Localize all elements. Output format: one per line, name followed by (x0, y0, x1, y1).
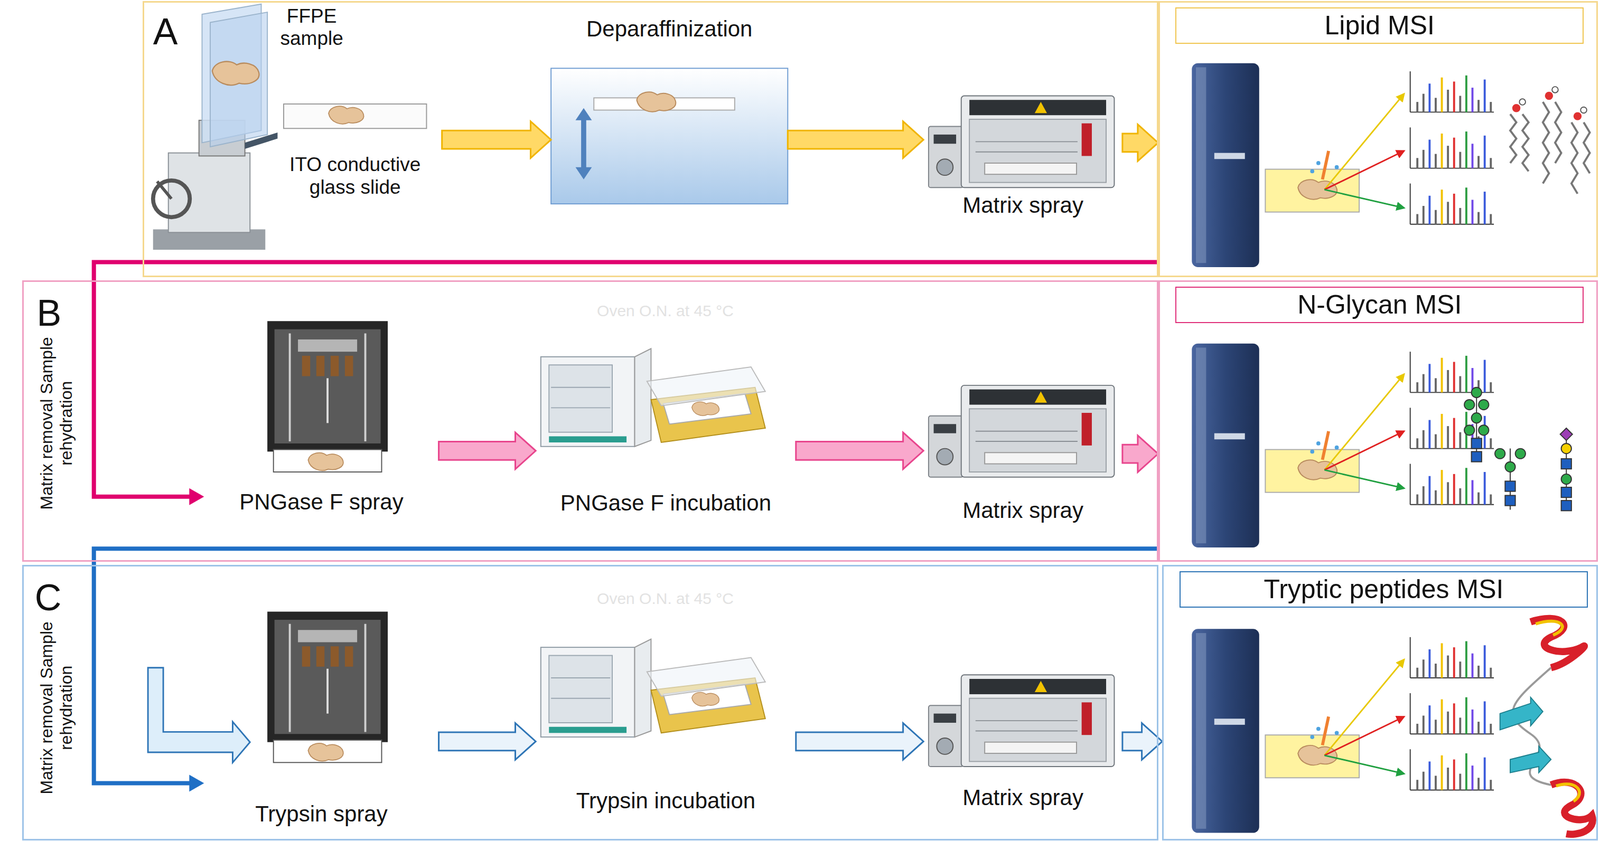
glycan-structures (1464, 387, 1573, 512)
step-node: Deparaffinization (550, 16, 788, 207)
maldi-instrument (1191, 629, 1494, 834)
step-label: PNGase F spray (239, 489, 404, 516)
oven-tray (540, 639, 766, 738)
entry-arrow (147, 668, 250, 764)
title-box: N-Glycan MSI (1175, 286, 1584, 324)
flow-arrow (442, 121, 551, 159)
flow-arrow (796, 432, 924, 470)
enzyme-sprayer (267, 612, 388, 764)
panel-band: CMatrix removal Sample rehydrationTrypsi… (22, 565, 1158, 841)
panel-title: Tryptic peptides MSI (1185, 574, 1582, 606)
step-node: Trypsin spray (203, 606, 439, 830)
panel-title: N-Glycan MSI (1181, 289, 1578, 321)
panel-letter: B (36, 294, 62, 332)
side-note: Matrix removal Sample rehydration (36, 616, 76, 800)
flow-arrow (1122, 723, 1163, 761)
step-label: PNGase F incubation (560, 490, 772, 517)
panel-letter: C (34, 579, 62, 617)
step-label: ITO conductive glass slide (268, 153, 443, 199)
deparaffinization-bath (550, 68, 788, 204)
step-node: Matrix spray (923, 89, 1123, 221)
matrix-sprayer (928, 675, 1115, 767)
ffpe-block (201, 4, 268, 147)
flow-arrow (438, 723, 537, 761)
step-node: Matrix spray (923, 668, 1123, 813)
protein-ribbon (1500, 618, 1593, 835)
flow-arrow (94, 262, 1159, 505)
faint-note: Oven O.N. at 45 °C (596, 302, 734, 321)
maldi-instrument (1191, 343, 1494, 548)
title-box: Lipid MSI (1175, 7, 1584, 45)
enzyme-sprayer (267, 321, 388, 473)
flow-arrow (787, 121, 924, 159)
step-label: Matrix spray (962, 498, 1084, 524)
step-node: Matrix spray (923, 377, 1123, 526)
matrix-sprayer (928, 385, 1115, 478)
step-label: Matrix spray (962, 192, 1084, 219)
faint-note: Oven O.N. at 45 °C (596, 590, 734, 609)
step-node: PNGase F incubation (535, 336, 797, 519)
panel-letter: A (153, 13, 179, 51)
result-panel: N-Glycan MSI (1158, 280, 1599, 563)
step-label: Trypsin incubation (576, 788, 756, 814)
side-note: Matrix removal Sample rehydration (36, 332, 76, 515)
flow-arrow (94, 548, 1159, 792)
glass-slide (283, 104, 427, 129)
flow-arrow (438, 432, 537, 470)
step-label: Trypsin spray (255, 801, 388, 828)
flow-arrow (1122, 435, 1159, 473)
result-panel: Tryptic peptides MSI (1162, 565, 1598, 841)
matrix-sprayer (928, 96, 1115, 189)
step-node: Trypsin incubation (535, 627, 797, 817)
maldi-instrument (1191, 63, 1494, 268)
step-node: PNGase F spray (203, 316, 439, 518)
step-node: ITO conductive glass slide (268, 97, 443, 202)
step-label: Matrix spray (962, 785, 1084, 811)
lipid-molecules (1510, 86, 1590, 194)
result-panel: Lipid MSI (1158, 1, 1599, 278)
oven-tray (540, 348, 766, 447)
panel-title: Lipid MSI (1181, 10, 1578, 42)
step-label: Deparaffinization (586, 16, 753, 42)
flow-arrow (1122, 124, 1159, 162)
panel-band: BMatrix removal Sample rehydrationPNGase… (22, 280, 1158, 563)
title-box: Tryptic peptides MSI (1179, 571, 1588, 609)
sample-label: FFPE sample (263, 5, 361, 51)
flow-arrow (796, 723, 924, 761)
